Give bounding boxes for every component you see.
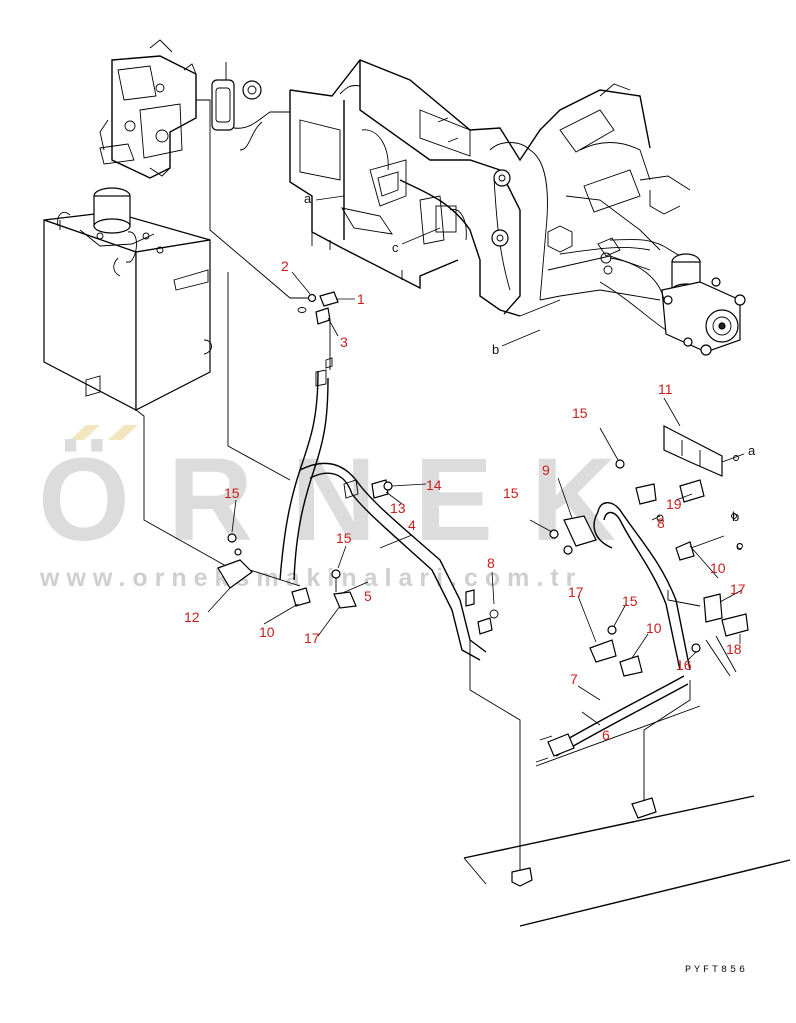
- callout-7: 7: [570, 671, 578, 687]
- callout-5: 5: [364, 588, 372, 604]
- clamp-10-right: [619, 655, 643, 677]
- callout-15-mid: 15: [336, 530, 352, 546]
- callout-11: 11: [658, 381, 673, 397]
- clip-19: [679, 479, 705, 503]
- callout-8: 8: [487, 555, 495, 571]
- elbow-fitting-1: [319, 291, 339, 307]
- callout-15-bracket: 15: [503, 485, 519, 501]
- callout-1: 1: [357, 291, 365, 307]
- connector-3: [315, 307, 331, 325]
- callout-12: 12: [184, 609, 200, 625]
- hose-end-18: [721, 613, 749, 637]
- connection-c-right: c: [736, 538, 743, 553]
- connection-a-top: a: [304, 191, 312, 206]
- callout-4: 4: [408, 517, 416, 533]
- callout-8-right: 8: [657, 515, 665, 531]
- floor-plate: [463, 705, 791, 927]
- sensor-unit: [211, 62, 290, 151]
- bolt-16: [691, 643, 701, 653]
- hydraulic-tank: [43, 187, 291, 567]
- callout-19: 19: [666, 496, 682, 512]
- bolt-14: [383, 481, 393, 491]
- callout-17-left: 17: [304, 630, 320, 646]
- clamp-10-left: [291, 587, 311, 607]
- leader-lines: [207, 195, 743, 726]
- connection-labels: a c b a b c: [304, 191, 756, 553]
- bracket-12: [217, 559, 253, 589]
- pump-unit: [599, 253, 746, 356]
- bracket-11: [663, 425, 723, 477]
- watermark-url: www.orneksmakinalari.com.tr: [39, 564, 582, 592]
- callout-10-far-right: 10: [710, 560, 726, 576]
- hose-end-17-left: [333, 591, 357, 609]
- machine-frame: [289, 59, 691, 317]
- callout-15-left: 15: [224, 485, 240, 501]
- callout-2: 2: [281, 258, 289, 274]
- watermark-brand: ÖRNEK: [38, 434, 654, 566]
- hose-end-17-right: [589, 639, 617, 663]
- callout-13: 13: [390, 500, 406, 516]
- drawing-code: PYFT856: [685, 965, 748, 976]
- callout-17-far-right: 17: [730, 581, 746, 597]
- o-ring-2: [307, 293, 317, 303]
- bracket-9: [563, 515, 597, 547]
- control-valve-assembly: [99, 39, 312, 299]
- connection-c-top: c: [392, 240, 399, 255]
- callout-18: 18: [726, 641, 742, 657]
- callout-16: 16: [676, 657, 692, 673]
- callout-6: 6: [602, 727, 610, 743]
- callout-3: 3: [340, 334, 348, 350]
- callout-17-right: 17: [568, 584, 584, 600]
- callout-14: 14: [426, 477, 442, 493]
- callout-numbers: 1 2 3 4 5 6 7 8 8 9 10 10 10 11 12 13 14…: [184, 258, 746, 743]
- callout-9: 9: [542, 462, 550, 478]
- callout-10-right: 10: [646, 620, 662, 636]
- callout-10-left: 10: [259, 624, 275, 640]
- callout-15-top-right: 15: [572, 405, 588, 421]
- watermark: ÖRNEK www.orneksmakinalari.com.tr: [38, 425, 654, 592]
- connection-b-right: b: [732, 509, 739, 524]
- connection-a-right: a: [748, 443, 756, 458]
- hose-lines: [217, 291, 521, 874]
- connection-b-top: b: [492, 342, 499, 357]
- callout-15-lower: 15: [622, 593, 638, 609]
